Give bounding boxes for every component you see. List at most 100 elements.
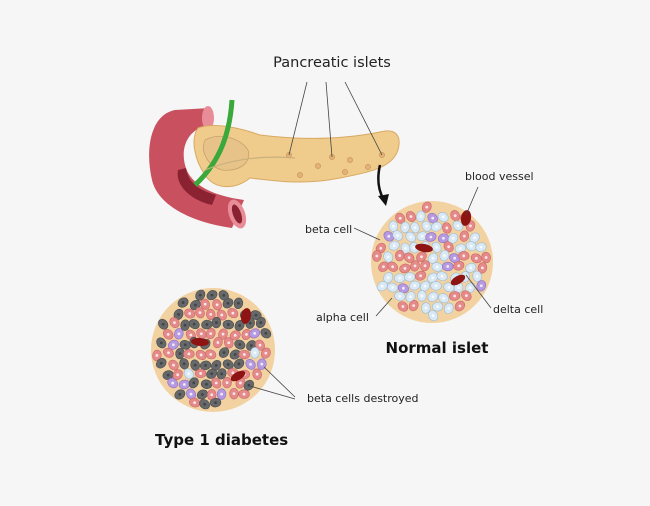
- cell-nucleus: [391, 265, 395, 269]
- cell-nucleus: [183, 323, 187, 327]
- leader-blood-vessel: [465, 186, 479, 216]
- cell-nucleus: [236, 301, 240, 305]
- cell-nucleus: [409, 235, 413, 239]
- cell-nucleus: [447, 285, 451, 289]
- cell-nucleus: [204, 364, 207, 367]
- cell-nucleus: [189, 333, 193, 337]
- cell-nucleus: [209, 353, 213, 356]
- pancreas-islet-dots: [286, 152, 385, 178]
- cell-nucleus: [412, 304, 416, 308]
- cell-nucleus: [161, 322, 165, 326]
- label-beta-cell: beta cell: [305, 223, 352, 236]
- cell-nucleus: [445, 226, 449, 230]
- cell-nucleus: [214, 381, 218, 385]
- leader-delta-cell: [465, 274, 492, 309]
- cell-nucleus: [253, 351, 257, 355]
- islet-dot: [365, 164, 371, 170]
- cell-nucleus: [479, 284, 483, 288]
- cell-nucleus: [203, 302, 207, 306]
- cell-nucleus: [431, 295, 435, 299]
- cell-nucleus: [233, 353, 237, 356]
- islet-dot: [297, 172, 303, 178]
- cell-nucleus: [215, 303, 219, 307]
- cell-nucleus: [392, 244, 396, 248]
- cell-nucleus: [222, 351, 226, 354]
- cell-nucleus: [220, 372, 224, 376]
- cell-nucleus: [238, 343, 242, 346]
- cell-nucleus: [187, 352, 191, 356]
- cell-nucleus: [198, 293, 202, 297]
- cell-nucleus: [226, 301, 230, 305]
- cell-nucleus: [205, 323, 209, 326]
- cell-nucleus: [166, 332, 170, 336]
- cell-nucleus: [429, 235, 433, 239]
- cell-nucleus: [159, 361, 163, 365]
- cell-nucleus: [403, 267, 407, 270]
- cell-nucleus: [220, 313, 224, 317]
- cell-nucleus: [247, 383, 251, 387]
- cell-nucleus: [171, 381, 175, 385]
- cell-nucleus: [420, 294, 424, 298]
- cell-nucleus: [412, 246, 416, 250]
- cell-nucleus: [396, 234, 400, 237]
- leader-beta-cell: [353, 227, 381, 241]
- cell-nucleus: [259, 321, 263, 324]
- cell-nucleus: [249, 362, 252, 366]
- cell-nucleus: [177, 332, 181, 336]
- cell-nucleus: [220, 392, 223, 396]
- cell-nucleus: [431, 216, 435, 220]
- cell-nucleus: [451, 237, 455, 240]
- label-beta-cells-destroyed: beta cells destroyed: [307, 392, 419, 405]
- cell-nucleus: [419, 214, 423, 218]
- cell-nucleus: [409, 295, 412, 299]
- blood-vessel: [240, 308, 252, 324]
- cell-nucleus: [253, 331, 257, 335]
- cell-nucleus: [419, 274, 422, 278]
- cell-nucleus: [210, 293, 214, 297]
- blood-vessel: [415, 243, 433, 253]
- cell-nucleus: [264, 351, 268, 355]
- cell-nucleus: [387, 234, 391, 238]
- cell-nucleus: [442, 296, 446, 300]
- cell-nucleus: [248, 321, 252, 325]
- pancreatic-duct: [204, 156, 296, 171]
- cell-nucleus: [424, 306, 428, 310]
- cell-nucleus: [441, 215, 445, 219]
- cell-nucleus: [245, 333, 248, 336]
- cell-nucleus: [446, 265, 450, 268]
- cell-nucleus: [475, 274, 479, 278]
- cell-nucleus: [386, 276, 390, 280]
- cell-nucleus: [375, 254, 379, 258]
- cell-nucleus: [459, 247, 462, 250]
- leader-destroyed-1: [263, 366, 296, 398]
- cell-nucleus: [413, 226, 417, 229]
- cell-nucleus: [249, 344, 253, 347]
- cell-nucleus: [214, 363, 218, 367]
- cell-nucleus: [192, 322, 196, 326]
- cell-nucleus: [457, 286, 460, 290]
- cell-nucleus: [386, 255, 390, 259]
- blood-vessel: [450, 274, 466, 286]
- cell-nucleus: [379, 246, 383, 250]
- cell-nucleus: [182, 383, 186, 386]
- islet-dot: [342, 169, 348, 175]
- leader-destroyed-2: [249, 385, 296, 400]
- cell-nucleus: [237, 362, 241, 366]
- cell-nucleus: [209, 313, 213, 316]
- leader-islet-1: [288, 81, 308, 156]
- cell-nucleus: [226, 323, 230, 326]
- cell-nucleus: [484, 256, 488, 259]
- cell-nucleus: [423, 284, 427, 288]
- blood-vessel: [460, 210, 472, 226]
- label-type1-diabetes: Type 1 diabetes: [155, 431, 288, 449]
- zoom-arrow: [377, 164, 389, 206]
- cell-nucleus: [242, 392, 246, 396]
- cell-nucleus: [205, 382, 208, 386]
- cell-nucleus: [177, 313, 180, 316]
- cell-nucleus: [431, 256, 435, 260]
- cell-nucleus: [469, 266, 473, 270]
- cell-nucleus: [442, 236, 445, 240]
- cell-nucleus: [239, 381, 242, 385]
